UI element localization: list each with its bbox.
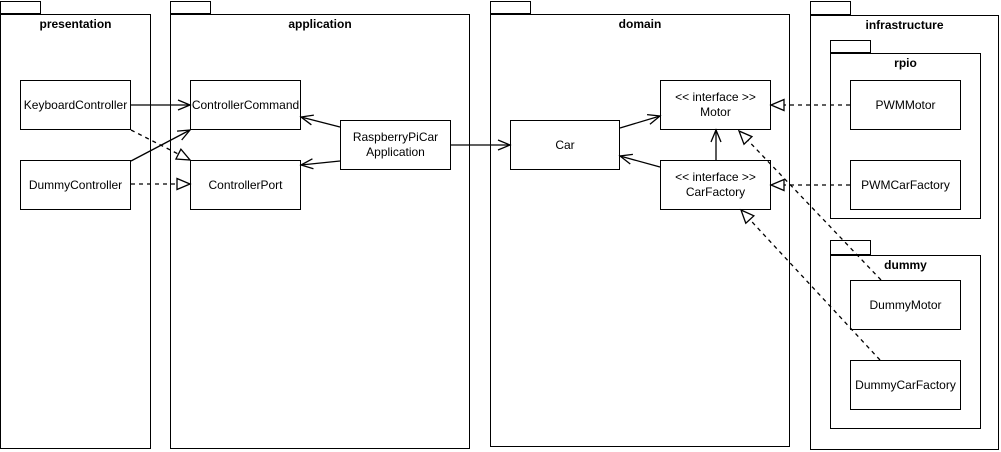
class-raspberry-pi-car-application-label: RaspberryPiCar [352,130,439,144]
class-dummy-motor-label: DummyMotor [869,297,942,312]
package-application-tab [170,1,211,14]
class-motor: << interface >>Motor [660,80,771,130]
class-motor-label: Motor [700,105,731,119]
class-car: Car [510,120,620,170]
class-keyboard-controller: KeyboardController [20,80,131,130]
package-dummy-tab [830,240,871,255]
package-rpio-tab [830,40,871,53]
class-car-factory: << interface >>CarFactory [660,160,771,210]
class-dummy-car-factory-label: DummyCarFactory [855,377,956,392]
class-car-factory-label: CarFactory [685,185,746,199]
class-pwm-motor: PWMMotor [850,80,961,130]
class-dummy-car-factory: DummyCarFactory [850,360,961,410]
class-pwm-motor-label: PWMMotor [875,97,936,112]
class-dummy-controller: DummyController [20,160,131,210]
class-keyboard-controller-label: KeyboardController [23,97,128,112]
class-motor-label: << interface >> [675,90,756,104]
class-dummy-motor: DummyMotor [850,280,961,330]
class-controller-command-label: ControllerCommand [191,97,300,112]
package-presentation-tab [0,1,41,14]
class-controller-port: ControllerPort [190,160,301,210]
class-pwm-car-factory: PWMCarFactory [850,160,961,210]
package-domain-body [490,14,790,447]
package-domain-tab [490,1,531,14]
class-dummy-controller-label: DummyController [28,177,123,192]
class-car-label: Car [555,137,575,152]
package-infrastructure-tab [810,1,851,15]
class-controller-port-label: ControllerPort [208,177,283,192]
class-controller-command: ControllerCommand [190,80,301,130]
class-pwm-car-factory-label: PWMCarFactory [861,177,950,192]
class-raspberry-pi-car-application-label: Application [366,145,425,159]
class-car-factory-label: << interface >> [675,170,756,184]
